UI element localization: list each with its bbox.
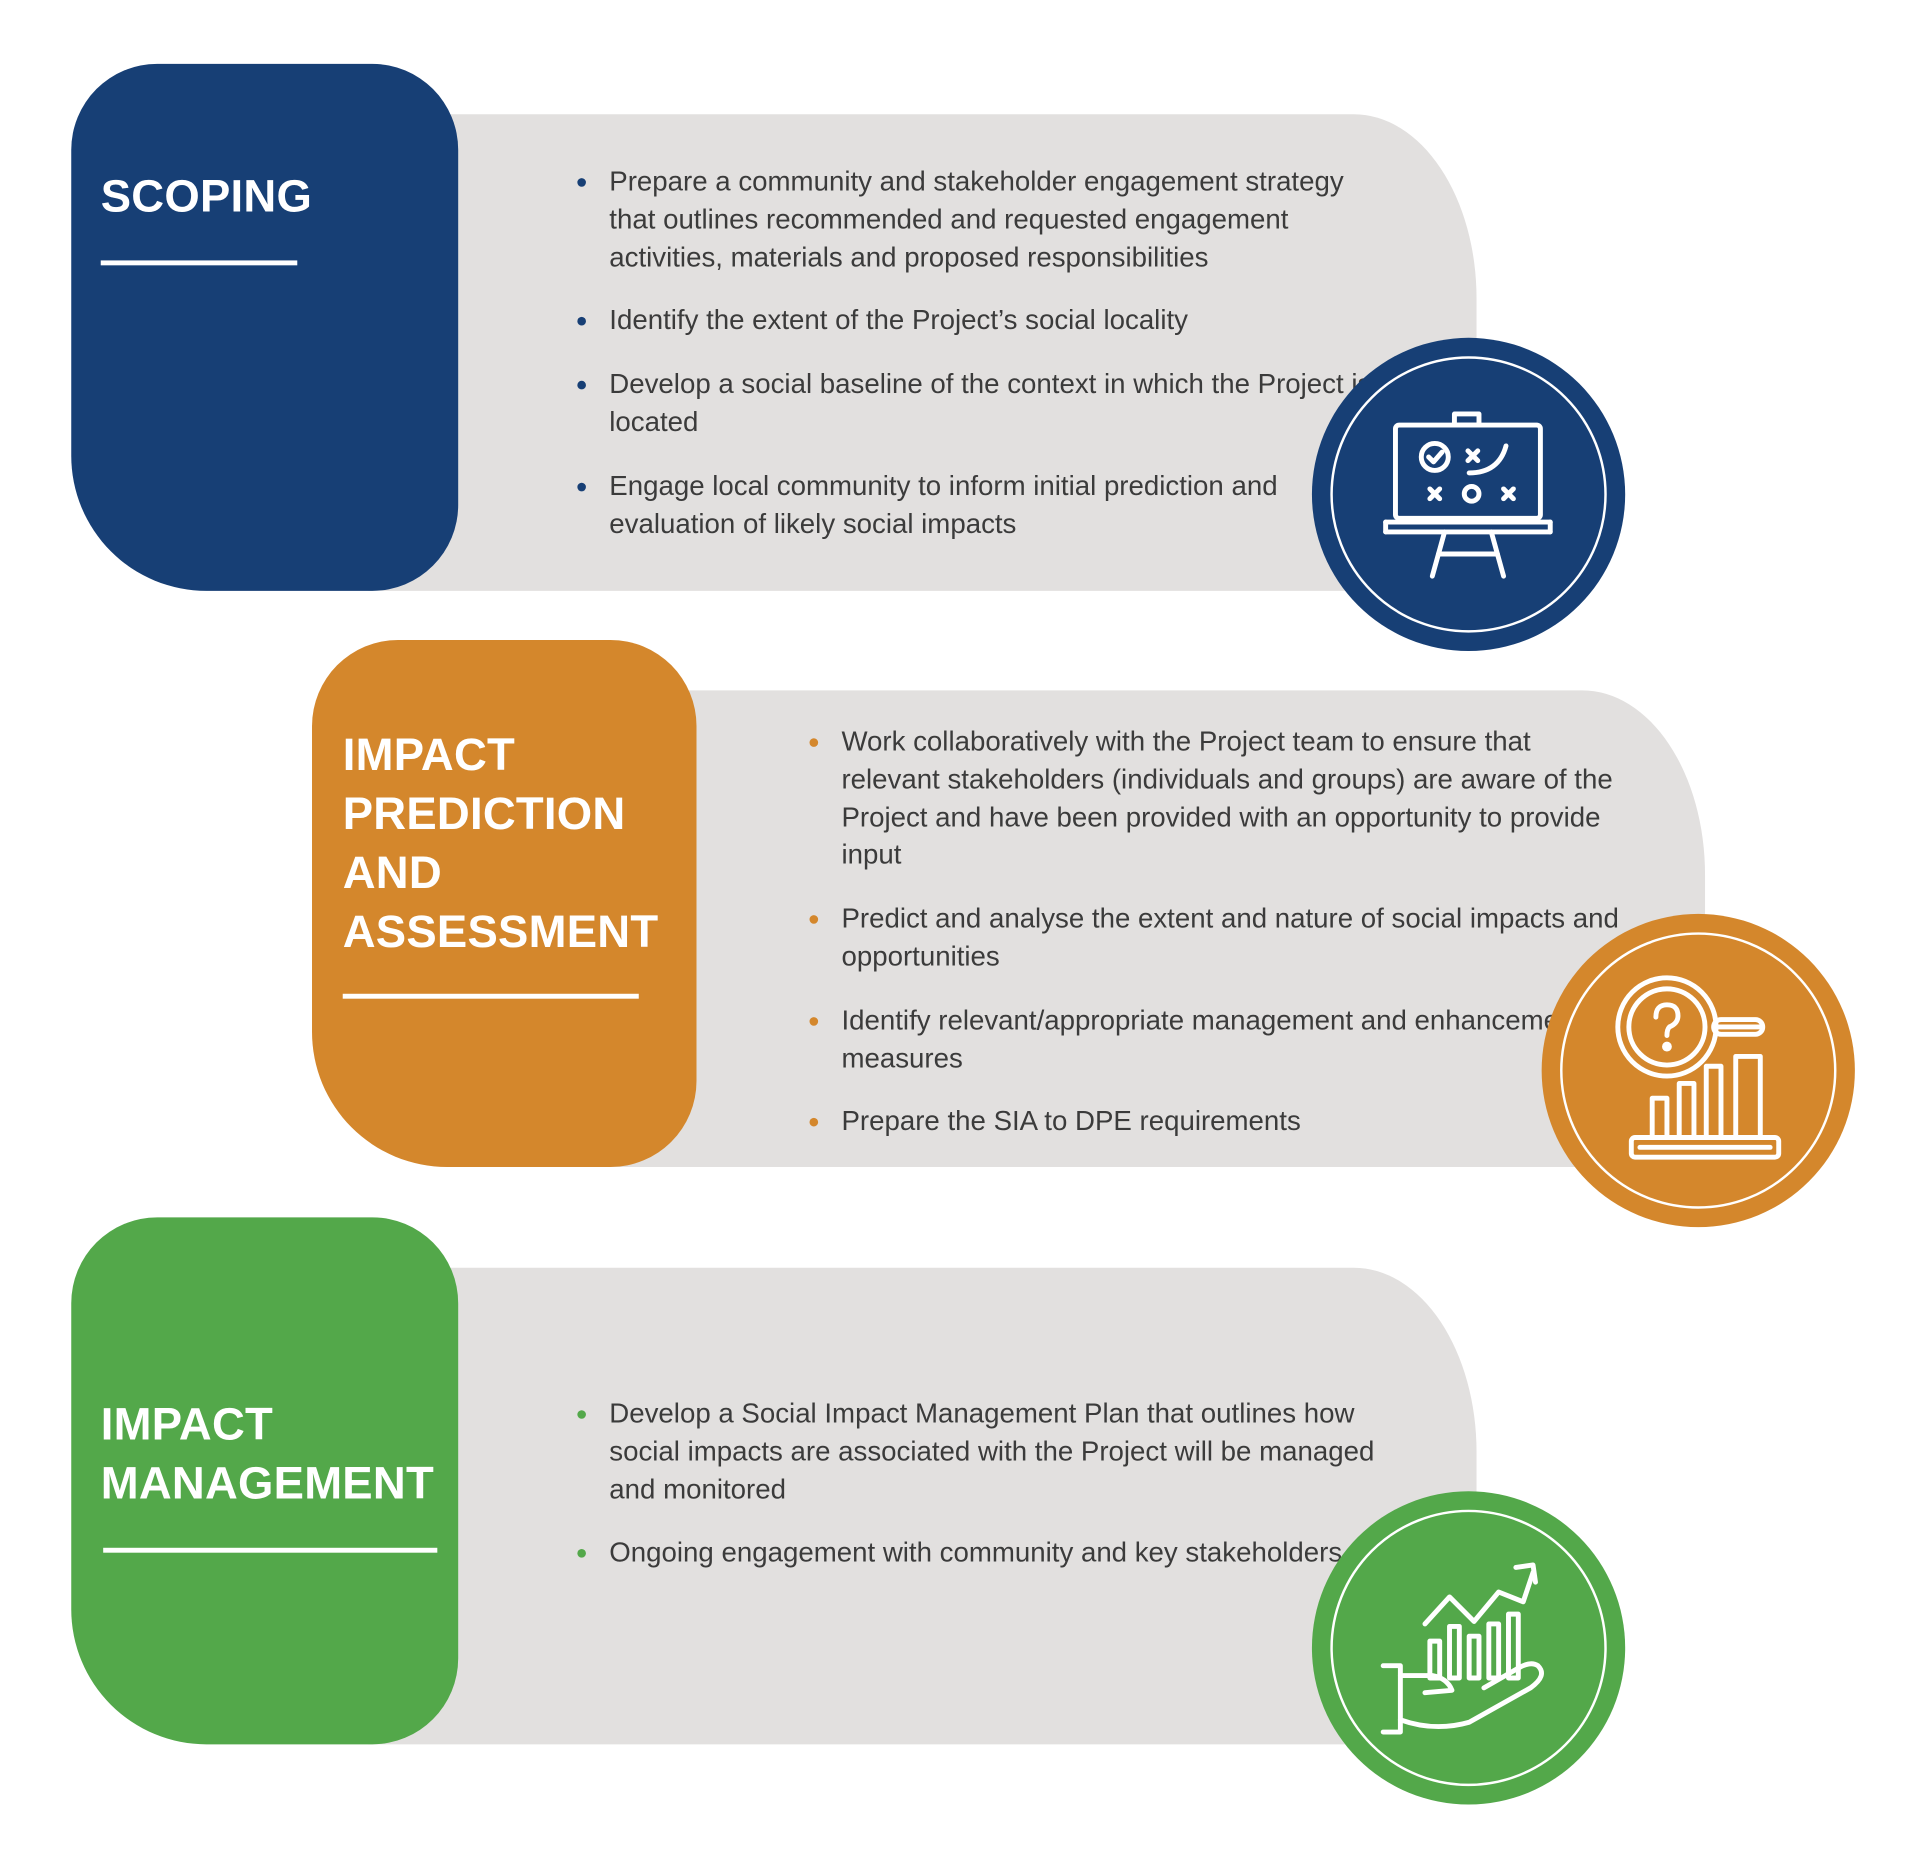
impact-management-title-underline <box>103 1547 438 1553</box>
impact-management-icon-badge <box>1311 1491 1626 1805</box>
impact-prediction-title-underline <box>342 993 639 999</box>
scoping-title: SCOPING <box>100 170 313 222</box>
scoping-title-underline <box>100 260 298 266</box>
list-item: Predict and analyse the extent and natur… <box>809 901 1621 977</box>
list-item: Develop a Social Impact Management Plan … <box>577 1395 1375 1508</box>
scoping-tab <box>71 63 459 591</box>
scoping-bullet-list: Prepare a community and stakeholder enga… <box>577 163 1375 569</box>
list-item: Ongoing engagement with community and ke… <box>577 1535 1375 1573</box>
impact-management-panel <box>368 1267 1477 1745</box>
list-item: Engage local community to inform initial… <box>577 468 1375 544</box>
hand-growth-chart-icon <box>1380 1562 1544 1735</box>
impact-management-tab <box>71 1217 459 1745</box>
list-item: Identify the extent of the Project’s soc… <box>577 303 1375 341</box>
list-item: Identify relevant/appropriate management… <box>809 1002 1621 1078</box>
impact-prediction-panel <box>601 690 1706 1167</box>
list-item: Prepare a community and stakeholder enga… <box>577 163 1375 276</box>
impact-management-title: IMPACT MANAGEMENT <box>100 1399 434 1509</box>
impact-prediction-title: IMPACT PREDICTION AND ASSESSMENT <box>342 729 659 957</box>
scoping-icon-badge <box>1311 337 1626 652</box>
scoping-panel <box>368 114 1477 591</box>
list-item: Prepare the SIA to DPE requirements <box>809 1104 1621 1142</box>
list-item: Develop a social baseline of the context… <box>577 366 1375 442</box>
impact-prediction-tab <box>312 639 697 1167</box>
list-item: Work collaboratively with the Project te… <box>809 724 1621 875</box>
magnifier-bar-chart-icon <box>1615 975 1782 1160</box>
strategy-board-icon <box>1383 411 1553 579</box>
impact-prediction-bullet-list: Work collaboratively with the Project te… <box>809 724 1621 1168</box>
impact-prediction-icon-badge <box>1541 913 1855 1228</box>
impact-management-bullet-list: Develop a Social Impact Management Plan … <box>577 1395 1375 1598</box>
